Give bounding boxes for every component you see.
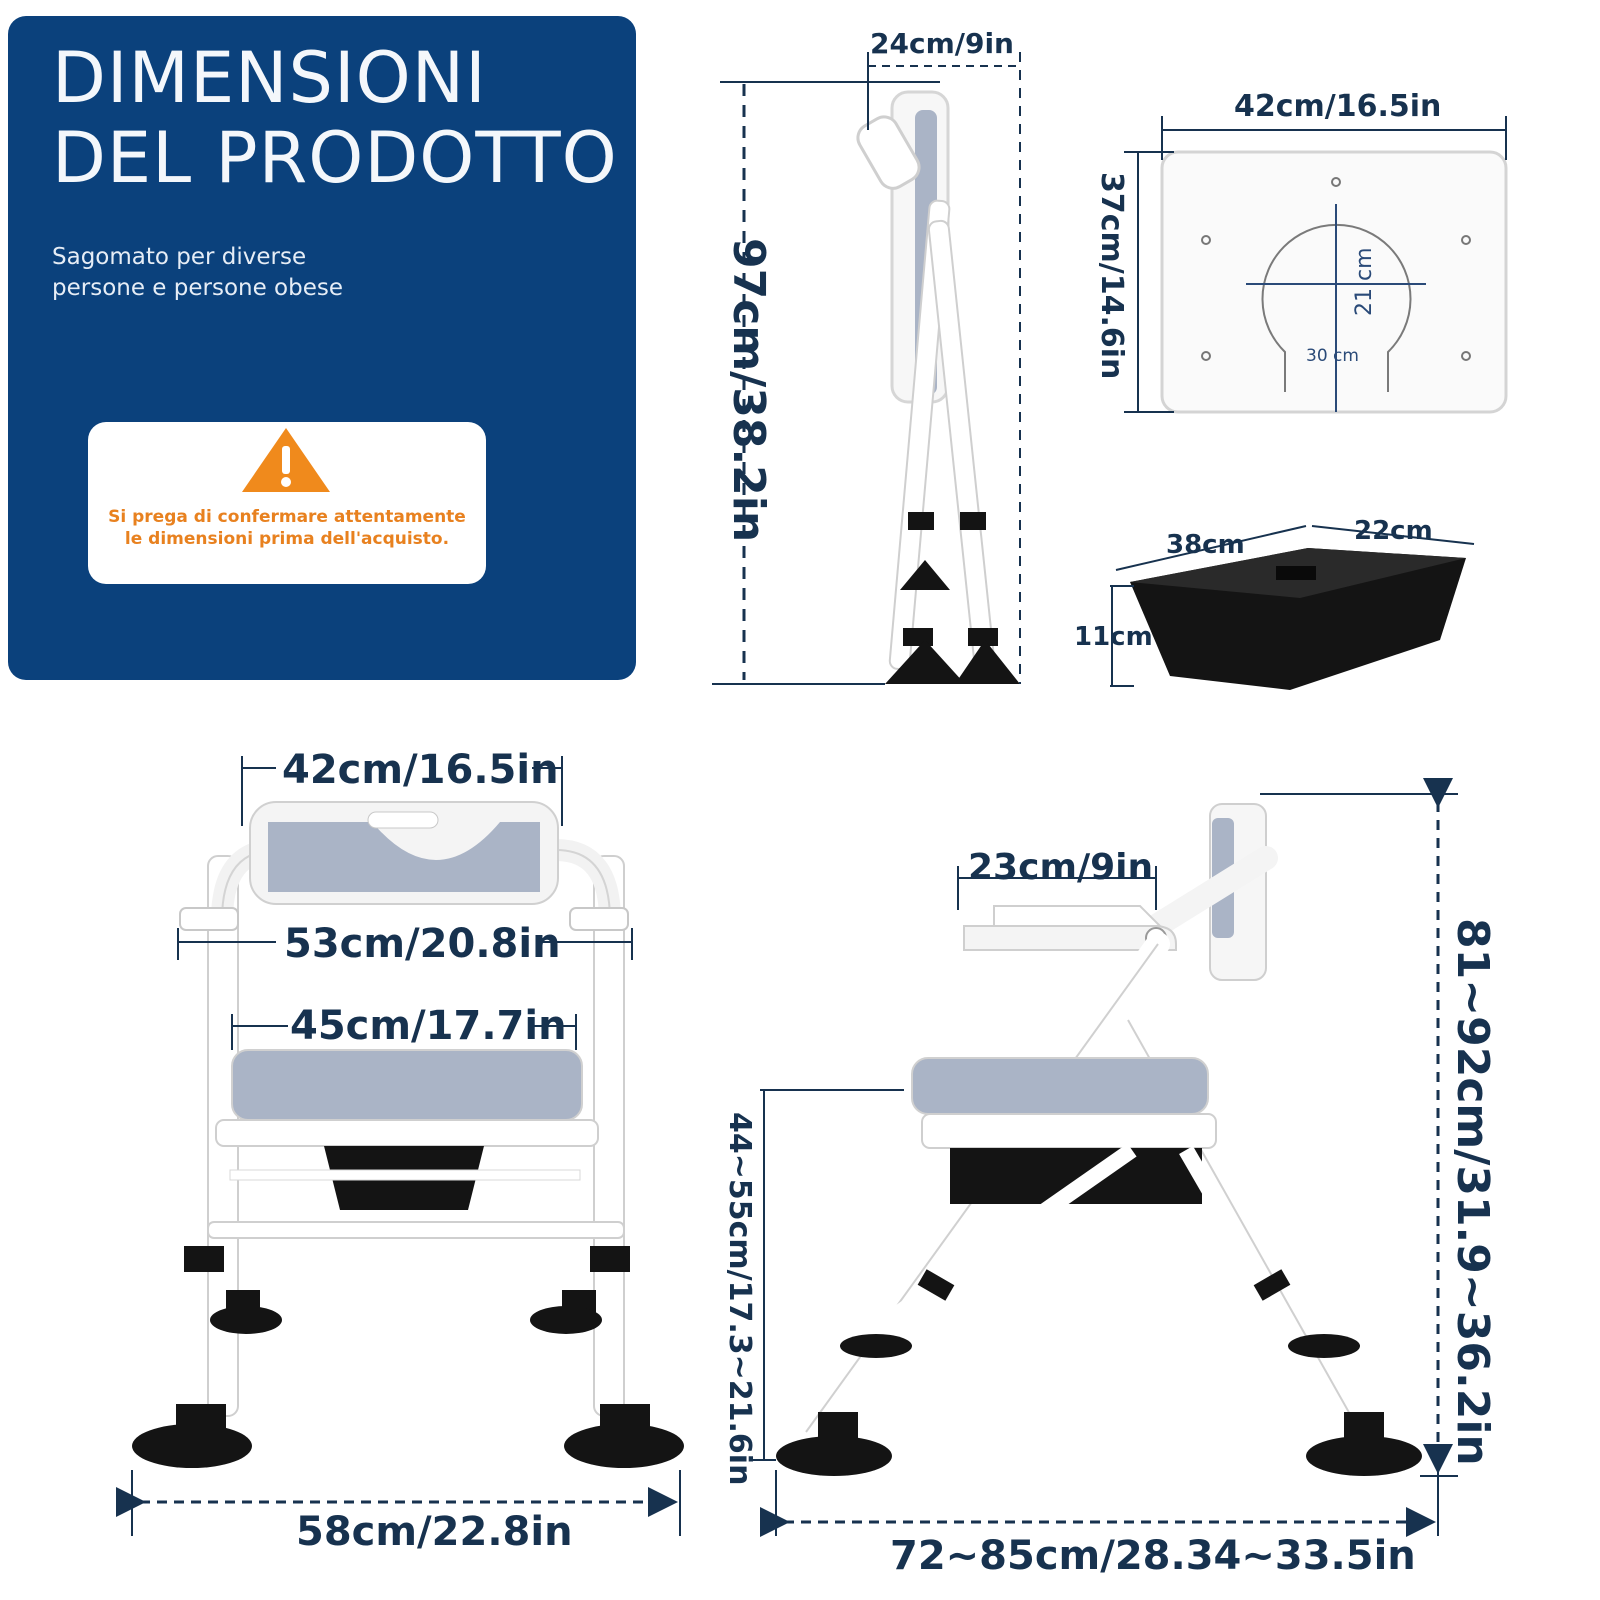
folded-height-label: 97cm/38.2in — [723, 238, 774, 543]
warning-icon — [242, 428, 330, 492]
seat-hole-depth-label: 21 cm — [1352, 247, 1377, 316]
folded-chair-illustration — [856, 90, 1020, 684]
page-title: DIMENSIONI DEL PRODOTTO — [52, 38, 618, 198]
front-chair-illustration — [132, 801, 684, 1468]
bucket-illustration — [1130, 548, 1466, 690]
seat-plate-width-label: 42cm/16.5in — [1234, 89, 1442, 124]
title-line-1: DIMENSIONI — [52, 37, 487, 119]
total-height-label: 81~92cm/31.9~36.2in — [1447, 918, 1498, 1466]
seat-plate-illustration — [1160, 150, 1508, 414]
subtitle-line-2: persone e persone obese — [52, 275, 344, 301]
subtitle-line-1: Sagomato per diverse — [52, 244, 307, 270]
bucket-length-label: 38cm — [1166, 530, 1245, 560]
bucket-width-label: 22cm — [1354, 516, 1433, 546]
backrest-width-label: 42cm/16.5in — [282, 747, 559, 793]
seat-width-label: 45cm/17.7in — [290, 1003, 567, 1049]
seat-hole-width-label: 30 cm — [1306, 346, 1359, 366]
warning-text: Si prega di confermare attentamente le d… — [98, 506, 476, 550]
folded-depth-label: 24cm/9in — [870, 27, 1014, 60]
base-depth-label: 72~85cm/28.34~33.5in — [890, 1533, 1416, 1579]
side-chair-illustration — [776, 803, 1422, 1476]
base-width-label: 58cm/22.8in — [296, 1509, 573, 1555]
warning-line-2: le dimensioni prima dell'acquisto. — [124, 529, 450, 549]
warning-box: Si prega di confermare attentamente le d… — [88, 422, 486, 584]
subtitle: Sagomato per diverse persone e persone o… — [52, 242, 512, 304]
armrest-width-label: 53cm/20.8in — [284, 921, 561, 967]
seat-plate-depth-label: 37cm/14.6in — [1094, 172, 1129, 380]
warning-line-1: Si prega di confermare attentamente — [108, 507, 466, 527]
title-line-2: DEL PRODOTTO — [52, 117, 618, 199]
armrest-length-label: 23cm/9in — [968, 847, 1154, 888]
bucket-height-label: 11cm — [1074, 622, 1153, 652]
seat-height-label: 44~55cm/17.3~21.6in — [722, 1112, 757, 1486]
